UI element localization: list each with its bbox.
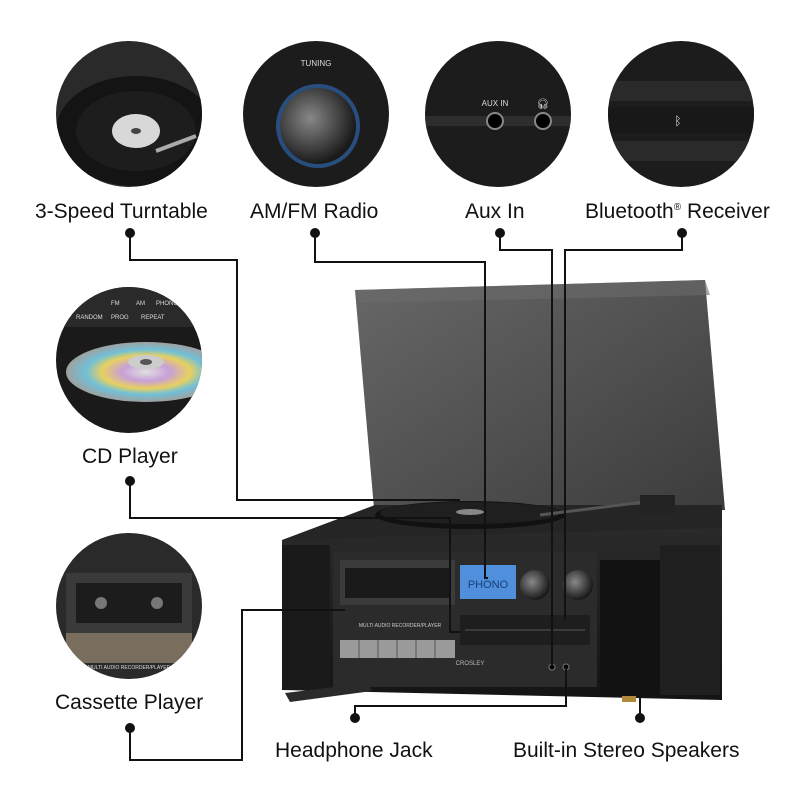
cd-btn-fm: FM — [111, 301, 120, 307]
cassette-tape-icon — [76, 583, 182, 623]
deck-label: MULTI AUDIO RECORDER/PLAYER — [359, 623, 442, 629]
turntable-lid — [355, 280, 725, 520]
radio-thumbnail: TUNING — [243, 41, 389, 187]
lcd-display — [460, 565, 516, 599]
tuning-knob — [563, 570, 593, 600]
right-speaker-grille — [600, 560, 660, 695]
brand-logo: CROSLEY — [456, 661, 485, 667]
connector-dots — [125, 228, 687, 733]
label-cd: CD Player — [82, 445, 178, 468]
label-bluetooth: Bluetooth® Receiver — [585, 200, 770, 223]
headphones-icon: 🎧︎ — [537, 98, 550, 110]
headphone-jack-icon — [534, 112, 552, 130]
cd-btn-am: AM — [136, 301, 145, 307]
cd-thumbnail: RANDOM PROG REPEAT FM AM PHONO/AUX — [56, 287, 202, 433]
turntable-thumbnail — [56, 41, 202, 187]
cabinet: PHONO MULTI AUDIO RECORDER/PLAYER CROSLE… — [282, 528, 722, 702]
cd-btn-phono: PHONO/AUX — [156, 301, 192, 307]
label-cassette: Cassette Player — [55, 691, 204, 714]
lcd-text: PHONO — [468, 579, 509, 591]
compact-disc-icon — [66, 342, 202, 402]
connector-lines — [129, 233, 683, 761]
cd-btn-random: RANDOM — [76, 315, 103, 321]
label-aux: Aux In — [465, 200, 525, 223]
label-turntable: 3-Speed Turntable — [35, 200, 208, 223]
bluetooth-thumbnail: ᛒ — [608, 41, 754, 187]
aux-in-text: AUX IN — [482, 99, 509, 108]
aux-thumbnail: AUX IN 🎧︎ — [425, 41, 571, 187]
label-speakers: Built-in Stereo Speakers — [513, 739, 740, 762]
tuning-text: TUNING — [301, 59, 332, 68]
tuning-knob-icon — [280, 88, 356, 164]
label-headphone: Headphone Jack — [275, 739, 433, 762]
cd-btn-prog: PROG — [111, 315, 129, 321]
bluetooth-icon: ᛒ — [674, 114, 681, 128]
cd-btn-repeat: REPEAT — [141, 315, 165, 321]
label-radio: AM/FM Radio — [250, 200, 379, 223]
aux-jack-icon — [486, 112, 504, 130]
cassette-thumbnail: MULTI AUDIO RECORDER/PLAYER — [56, 533, 202, 679]
left-speaker-grille — [282, 545, 330, 690]
cassette-deck-text: MULTI AUDIO RECORDER/PLAYER — [88, 665, 171, 671]
remote-control — [285, 683, 372, 702]
volume-knob — [520, 570, 550, 600]
